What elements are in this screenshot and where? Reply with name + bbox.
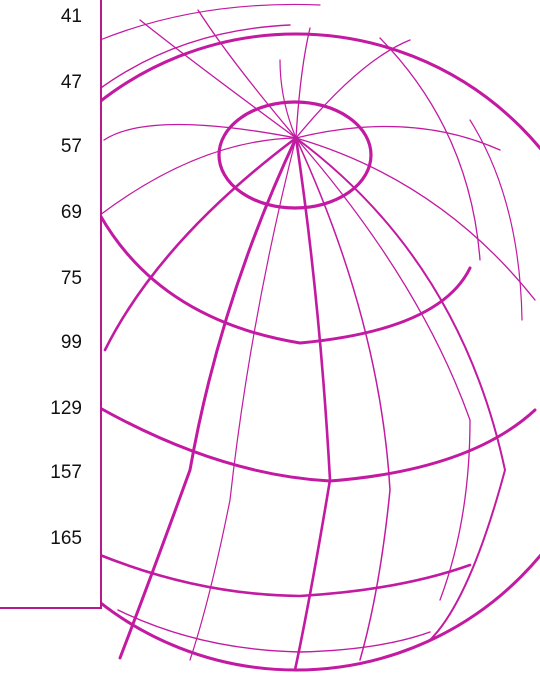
meridian-thin xyxy=(469,119,523,321)
value-label: 69 xyxy=(60,202,82,223)
number-panel: 41 47 57 69 75 99 129 157 165 xyxy=(0,0,102,609)
value-label: 47 xyxy=(60,72,82,93)
value-label: 41 xyxy=(60,6,82,27)
meridian-thin xyxy=(295,137,471,601)
meridian-thin xyxy=(295,27,311,139)
value-label: 57 xyxy=(60,136,82,157)
meridian-thin xyxy=(99,137,297,216)
meridian xyxy=(295,137,506,641)
latitude-arc xyxy=(97,24,291,91)
meridian xyxy=(103,136,298,352)
value-label: 165 xyxy=(50,528,82,549)
value-label: 157 xyxy=(50,462,82,483)
latitude-ring xyxy=(98,213,472,345)
value-label: 99 xyxy=(60,332,82,353)
meridian-thin xyxy=(295,137,391,661)
value-label: 75 xyxy=(60,268,82,289)
meridian-thin xyxy=(139,19,297,139)
latitude-arc xyxy=(117,609,431,653)
value-label: 129 xyxy=(50,398,82,419)
meridian-thin xyxy=(279,59,297,139)
meridian xyxy=(118,136,298,660)
meridian-thin xyxy=(197,9,297,139)
latitude-ring xyxy=(217,100,373,210)
meridian-thin xyxy=(295,39,411,139)
meridian-thin xyxy=(103,123,297,141)
latitude-arc xyxy=(99,3,321,41)
meridian-thin xyxy=(295,137,536,301)
meridian-thin xyxy=(189,137,297,661)
meridian-thin xyxy=(295,125,501,151)
latitude-ring xyxy=(98,553,472,598)
meridian xyxy=(293,136,332,672)
meridian-thin xyxy=(379,37,481,261)
